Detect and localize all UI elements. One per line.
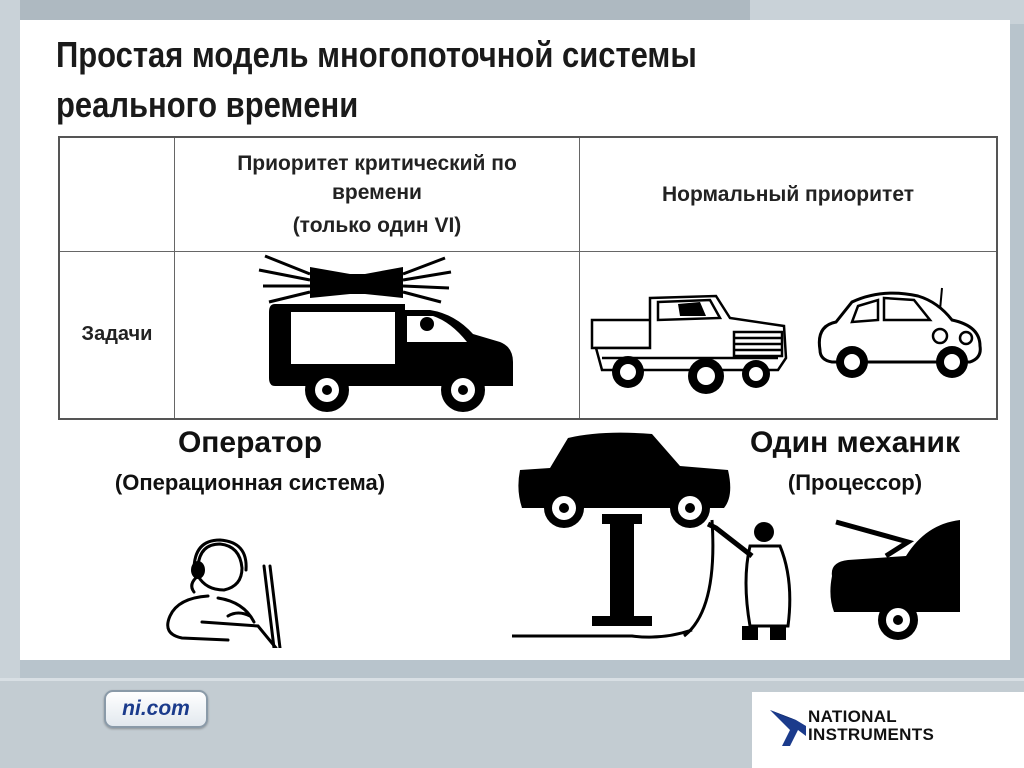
critical-header-line3: (только один VI): [292, 213, 462, 237]
left-band: [0, 0, 20, 768]
normal-priority-header: Нормальный приоритет: [579, 136, 998, 252]
pickup-truck-icon: [590, 294, 788, 394]
tasks-row-label: Задачи: [58, 250, 175, 420]
slide-title-line2: реального времени: [56, 84, 359, 125]
mechanic-subtitle: (Процессор): [787, 470, 923, 495]
critical-header-line2: времени: [332, 180, 422, 204]
small-car-icon: [817, 287, 982, 378]
ni-com-link[interactable]: ni.com: [104, 690, 208, 728]
empty-corner-cell: [58, 136, 175, 252]
slide-title: Простая модель многопоточной системы реа…: [56, 30, 813, 130]
normal-header-label: Нормальный приоритет: [661, 182, 915, 206]
ni-brand-line1: NATIONAL: [808, 707, 897, 726]
ni-eagle-logo-icon: [770, 710, 806, 746]
critical-header-line1: Приоритет критический по: [237, 151, 517, 175]
operator-title: Оператор: [177, 426, 323, 459]
ni-brand-line2: INSTRUMENTS: [808, 725, 935, 744]
mechanic-title: Один механик: [750, 426, 960, 459]
tasks-label: Задачи: [81, 323, 153, 346]
car-open-hood-icon: [830, 519, 960, 640]
slide-title-line1: Простая модель многопоточной системы: [56, 34, 697, 75]
footer-divider: [0, 678, 1024, 681]
critical-priority-header: Приоритет критический по времени (только…: [174, 136, 580, 252]
operator-headset-icon: [166, 538, 282, 648]
operator-subtitle: (Операционная система): [114, 470, 386, 495]
car-lift-mechanic-icon: [512, 432, 792, 640]
ambulance-icon: [258, 254, 513, 412]
ni-brand-name: NATIONAL INSTRUMENTS: [808, 708, 934, 744]
